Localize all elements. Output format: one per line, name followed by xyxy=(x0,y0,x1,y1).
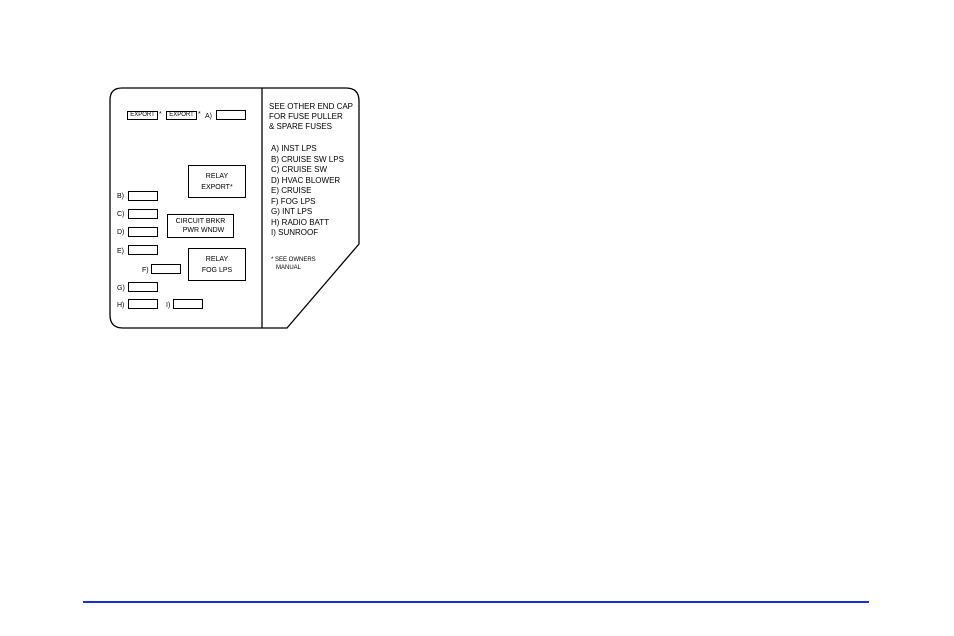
slot-label-d: D) xyxy=(117,229,125,236)
fuse-block-border xyxy=(109,87,360,329)
slot-label-e: E) xyxy=(117,248,124,255)
slot-label-g: G) xyxy=(117,285,125,292)
fuse-slot-i xyxy=(173,299,203,309)
circuit-breaker-line-1: CIRCUIT BRKR xyxy=(175,218,226,225)
legend-item: G) INT LPS xyxy=(271,207,313,216)
legend-item: H) RADIO BATT xyxy=(271,217,330,227)
note-line-2: MANUAL xyxy=(276,265,302,271)
relay-export-line-2: EXPORT* xyxy=(201,183,233,191)
relay-fog: RELAY FOG LPS xyxy=(188,248,246,281)
fuse-slot-f xyxy=(151,264,181,274)
header-line-1: SEE OTHER END CAP xyxy=(269,102,354,111)
fuse-slot-e xyxy=(128,245,158,255)
fuse-legend: A) INST LPS B) CRUISE SW LPS C) CRUISE S… xyxy=(271,144,344,239)
fuse-slot-c xyxy=(128,209,158,219)
fuse-slot-h xyxy=(128,299,158,309)
legend-item: A) INST LPS xyxy=(271,144,317,153)
relay-fog-line-2: FOG LPS xyxy=(201,266,233,274)
relay-export: RELAY EXPORT* xyxy=(188,165,246,198)
circuit-breaker-line-2: PWR WNDW xyxy=(182,227,225,234)
slot-label-b: B) xyxy=(117,193,124,200)
fuse-slot-g xyxy=(128,282,158,292)
legend-item: B) CRUISE SW LPS xyxy=(271,154,344,164)
slot-label-f: F) xyxy=(142,267,149,274)
relay-fog-line-1: RELAY xyxy=(205,255,229,263)
slot-label-i: I) xyxy=(166,302,171,309)
export-tag-1: EXPORT xyxy=(127,111,158,120)
relay-export-line-1: RELAY xyxy=(205,172,229,180)
slot-label-c: C) xyxy=(117,211,125,218)
page-bottom-rule xyxy=(83,601,869,603)
legend-item: C) CRUISE SW xyxy=(271,165,327,174)
legend-item: F) FOG LPS xyxy=(271,196,316,206)
note-line-1: * SEE OWNERS xyxy=(271,257,316,263)
legend-item: I) SUNROOF xyxy=(271,228,319,237)
export-tag-2: EXPORT xyxy=(166,111,197,120)
fuse-slot-d xyxy=(128,227,158,237)
slot-label-h: H) xyxy=(117,302,125,309)
legend-item: D) HVAC BLOWER xyxy=(271,175,341,185)
header-line-2: FOR FUSE PULLER xyxy=(269,112,343,121)
fuse-slot-a xyxy=(216,110,246,120)
info-panel-header: SEE OTHER END CAP FOR FUSE PULLER & SPAR… xyxy=(269,102,353,132)
header-line-3: & SPARE FUSES xyxy=(269,122,332,131)
asterisk-1: * xyxy=(159,111,162,118)
owners-manual-note: * SEE OWNERS MANUAL xyxy=(271,256,316,272)
slot-label-a: A) xyxy=(205,113,212,120)
legend-item: E) CRUISE xyxy=(271,186,312,195)
circuit-breaker: CIRCUIT BRKR PWR WNDW xyxy=(167,214,234,238)
fuse-slot-b xyxy=(128,191,158,201)
asterisk-2: * xyxy=(198,111,201,118)
